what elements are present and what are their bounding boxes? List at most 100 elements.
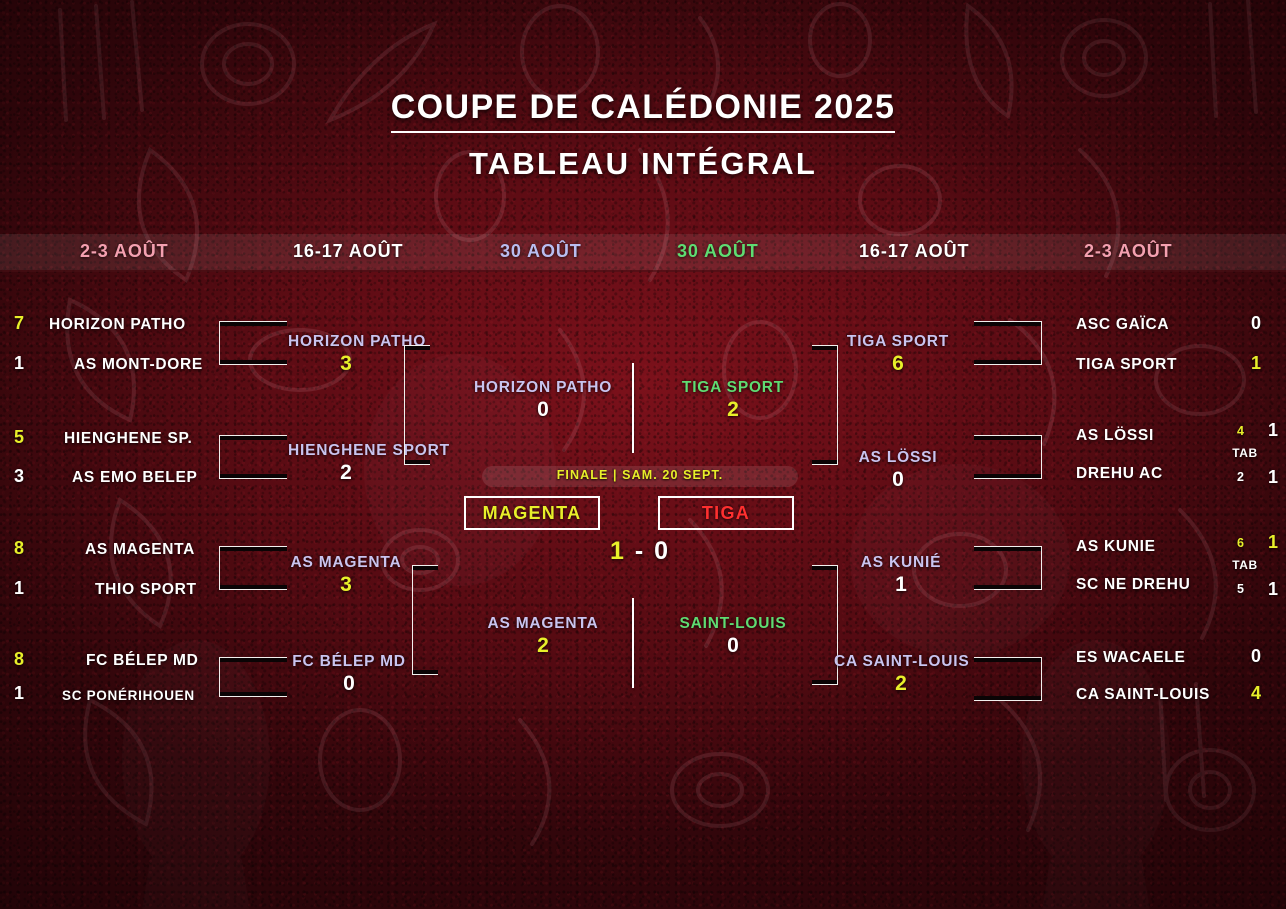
left-r1-m3-bot-score: 1: [14, 578, 25, 598]
sf-right-bot: SAINT-LOUIS 0: [650, 614, 816, 657]
sf-left-top-score: 0: [537, 398, 549, 421]
left-r1-m4-bot-score: 1: [14, 683, 25, 703]
right-r1-m2-bot-penalties: 2: [1237, 470, 1244, 484]
final-score-separator: -: [634, 537, 646, 565]
right-r2-slot3-score: 1: [895, 573, 907, 596]
finale-banner-label: FINALE | SAM. 20 SEPT.: [556, 468, 724, 482]
page-title-text: COUPE DE CALÉDONIE 2025: [390, 88, 896, 133]
left-r2-slot3-score: 3: [340, 573, 352, 596]
left-r1-m4-connector: [219, 657, 287, 697]
right-r1-m2-shootout: 4 1 TAB 2 1: [1216, 420, 1286, 487]
right-r2-slot3-name: AS KUNIÉ: [860, 554, 942, 571]
left-r1-m2-bot-team: AS EMO BELEP: [72, 469, 198, 486]
left-r2-slot2-name: HIENGHENE SPORT: [288, 442, 450, 459]
right-r1-m4-connector: [974, 657, 1042, 701]
right-r2-slot1-score: 6: [892, 352, 904, 375]
right-r2-slot1-name: TIGA SPORT: [846, 333, 950, 350]
sf-right-top-score: 2: [727, 398, 739, 421]
sf-left-top: HORIZON PATHO 0: [460, 378, 626, 421]
sf-left-top-name: HORIZON PATHO: [473, 379, 613, 396]
left-r2-slot1: HORIZON PATHO 3: [288, 332, 425, 375]
left-r2-slot3-name: AS MAGENTA: [290, 554, 402, 571]
left-r2-slot3: AS MAGENTA 3: [288, 553, 404, 596]
left-r1-m4-top-team: FC BÉLEP MD: [86, 652, 199, 669]
right-r1-m3-tab-label: TAB: [1232, 558, 1258, 572]
right-r2-slot4-name: CA SAINT-LOUIS: [834, 653, 970, 670]
right-r1-m2-tab-label: TAB: [1232, 446, 1258, 460]
right-r2-slot2-score: 0: [892, 468, 904, 491]
page-title: COUPE DE CALÉDONIE 2025: [0, 88, 1286, 133]
right-r1-m1-top-score: 0: [1251, 313, 1262, 333]
right-r1-m2-bot-team: DREHU AC: [1076, 465, 1163, 482]
left-r2-m1-connector: [404, 345, 430, 465]
date-header-r1-right: 2-3 AOÛT: [1084, 241, 1173, 261]
left-r2-slot2: HIENGHENE SPORT 2: [288, 441, 449, 484]
left-r1-m2-connector: [219, 435, 287, 479]
final-left-score: 1: [609, 537, 626, 565]
right-r1-m3-connector: [974, 546, 1042, 590]
final-left-team-box: MAGENTA: [464, 496, 600, 530]
semifinal-divider-top: [632, 363, 634, 453]
right-r1-m1-top-team: ASC GAÏCA: [1076, 316, 1170, 333]
right-r1-m4-bot-team: CA SAINT-LOUIS: [1076, 686, 1211, 703]
right-r1-m3-shootout: 6 1 TAB 5 1: [1216, 532, 1286, 599]
date-header-r2-right: 16-17 AOÛT: [859, 241, 970, 261]
left-r1-m1-bot-score: 1: [14, 353, 25, 373]
sf-right-bot-name: SAINT-LOUIS: [679, 615, 787, 632]
date-header-sf-right: 30 AOÛT: [677, 241, 759, 261]
finale-banner-background: [482, 466, 798, 487]
sf-right-bot-score: 0: [727, 634, 739, 657]
right-r1-m4-top-score: 0: [1251, 646, 1262, 666]
left-r1-m3-top-score: 8: [14, 538, 25, 558]
left-r1-m2-bot-score: 3: [14, 466, 25, 486]
right-r1-m2-top-penalties: 4: [1237, 424, 1244, 438]
left-r1-m1-top-score: 7: [14, 313, 25, 333]
right-r2-slot3: AS KUNIÉ 1: [838, 553, 964, 596]
left-r1-m4-top-score: 8: [14, 649, 25, 669]
right-r2-m1-connector: [812, 345, 838, 465]
final-left-team-label: MAGENTA: [482, 502, 582, 523]
semifinal-divider-bottom: [632, 598, 634, 688]
date-header-r1-left: 2-3 AOÛT: [80, 241, 169, 261]
right-r1-m3-top-score: 1: [1268, 532, 1279, 552]
right-r1-m1-bot-team: TIGA SPORT: [1076, 356, 1178, 373]
right-r2-slot1: TIGA SPORT 6: [840, 332, 956, 375]
left-r1-m2-top-team: HIENGHENE SP.: [64, 430, 193, 447]
date-header-r2-left: 16-17 AOÛT: [293, 241, 404, 261]
final-scoreline: 1 - 0: [482, 537, 798, 566]
right-r1-m3-bot-score: 1: [1268, 579, 1279, 599]
right-r1-m1-connector: [974, 321, 1042, 365]
right-r2-m2-connector: [812, 565, 838, 685]
left-r1-m1-bot-team: AS MONT-DORE: [74, 356, 203, 373]
left-r2-slot1-score: 3: [340, 352, 352, 375]
right-r1-m4-bot-score: 4: [1251, 683, 1262, 703]
left-r1-m3-bot-team: THIO SPORT: [95, 581, 197, 598]
right-r2-slot4-score: 2: [895, 672, 907, 695]
final-right-team-box: TIGA: [658, 496, 794, 530]
left-r2-slot4: FC BÉLEP MD 0: [286, 652, 412, 695]
left-r2-slot4-score: 0: [343, 672, 355, 695]
right-r1-m3-top-team: AS KUNIE: [1076, 538, 1156, 555]
right-r1-m4-top-team: ES WACAELE: [1076, 649, 1186, 666]
left-r1-m3-top-team: AS MAGENTA: [85, 541, 196, 558]
right-r2-slot2: AS LÖSSI 0: [840, 448, 956, 491]
sf-left-bot-name: AS MAGENTA: [487, 615, 599, 632]
right-r1-m3-bot-team: SC NE DREHU: [1076, 576, 1191, 593]
left-r1-m3-connector: [219, 546, 287, 590]
sf-left-bot-score: 2: [537, 634, 549, 657]
page-subtitle: TABLEAU INTÉGRAL: [468, 146, 818, 181]
left-r1-m1-connector: [219, 321, 287, 365]
sf-left-bot: AS MAGENTA 2: [460, 614, 626, 657]
left-r1-m1-top-team: HORIZON PATHO: [49, 316, 186, 333]
final-right-team-label: TIGA: [701, 502, 751, 523]
right-r2-slot2-name: AS LÖSSI: [858, 449, 938, 466]
left-r1-m4-bot-team: SC PONÉRIHOUEN: [62, 688, 195, 703]
sf-right-top-name: TIGA SPORT: [681, 379, 785, 396]
final-right-score: 0: [654, 537, 671, 565]
right-r2-slot4: CA SAINT-LOUIS 2: [834, 652, 970, 695]
left-r2-slot2-score: 2: [340, 461, 352, 484]
